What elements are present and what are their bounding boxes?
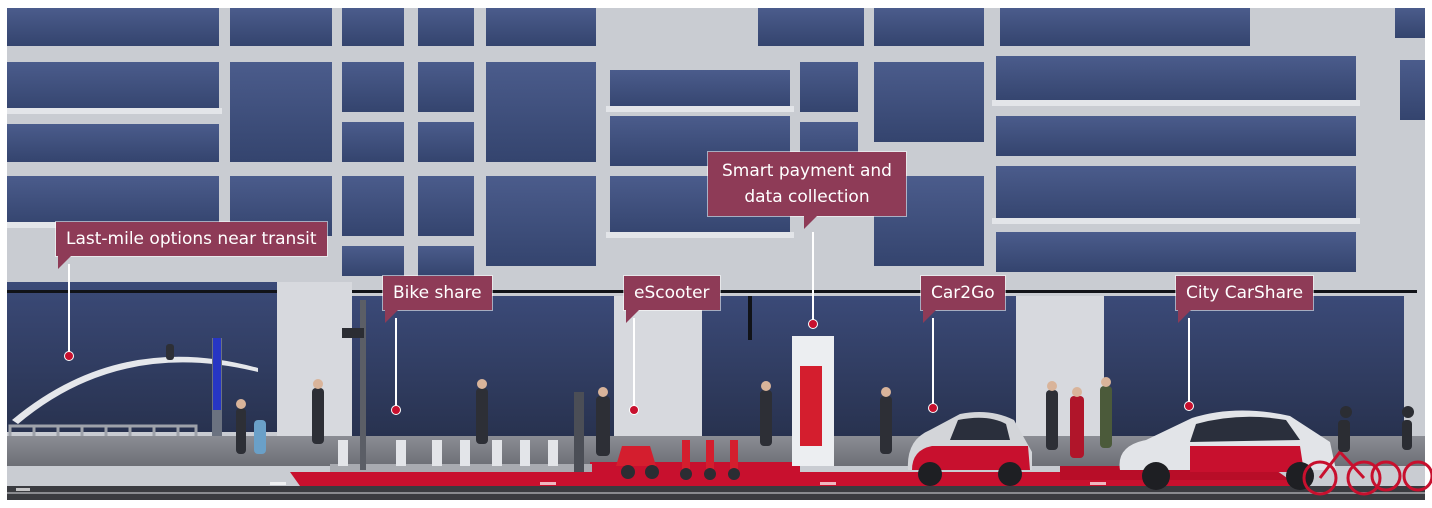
callout-smart-payment: Smart payment and data collection (708, 152, 906, 229)
callout-bike-share: Bike share (383, 276, 492, 323)
pedestrians (166, 344, 1112, 458)
cyclist-riders (1338, 406, 1414, 452)
callout-car2go-text: Car2Go (931, 283, 995, 303)
callout-smart-payment-line2: data collection (744, 187, 870, 207)
callout-escooter-text: eScooter (634, 283, 710, 303)
marker-car2go (929, 404, 937, 412)
marker-last-mile (65, 352, 73, 360)
leader-last-mile (68, 264, 70, 356)
callout-car2go: Car2Go (921, 276, 1005, 323)
callout-city-carshare: City CarShare (1176, 276, 1314, 323)
payment-kiosk (748, 296, 834, 466)
callout-last-mile: Last-mile options near transit (56, 222, 327, 269)
callout-last-mile-text: Last-mile options near transit (66, 229, 317, 249)
callout-tail (58, 255, 72, 269)
cyclists (1302, 449, 1432, 496)
city-carshare-vehicle (1119, 410, 1336, 490)
callout-escooter: eScooter (624, 276, 720, 323)
callout-city-carshare-text: City CarShare (1186, 283, 1304, 303)
leader-smart-payment (812, 232, 814, 324)
bike-share-dock (330, 300, 592, 472)
leader-escooter (633, 318, 635, 410)
road-markings (16, 482, 1106, 491)
pillars (277, 282, 1104, 440)
callout-tail (385, 309, 399, 323)
car2go-vehicle (907, 412, 1032, 486)
marker-smart-payment (809, 320, 817, 328)
leader-car2go (932, 318, 934, 408)
callout-tail (626, 309, 640, 323)
callout-tail (923, 309, 937, 323)
marker-city-carshare (1185, 402, 1193, 410)
callout-bike-share-text: Bike share (393, 283, 482, 303)
callout-tail (804, 215, 818, 229)
ground-floor-glazing (7, 282, 1417, 436)
leader-bike-share (395, 318, 397, 410)
callout-tail (1178, 309, 1192, 323)
callout-smart-payment-line1: Smart payment and (722, 161, 892, 181)
upper-windows (7, 8, 1425, 276)
marker-bike-share (392, 406, 400, 414)
leader-city-carshare (1188, 318, 1190, 406)
marker-escooter (630, 406, 638, 414)
escooters (616, 440, 740, 480)
